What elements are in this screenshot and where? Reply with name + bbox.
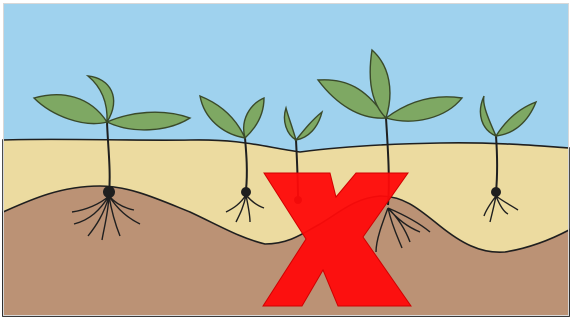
planting-illustration: [0, 0, 573, 320]
